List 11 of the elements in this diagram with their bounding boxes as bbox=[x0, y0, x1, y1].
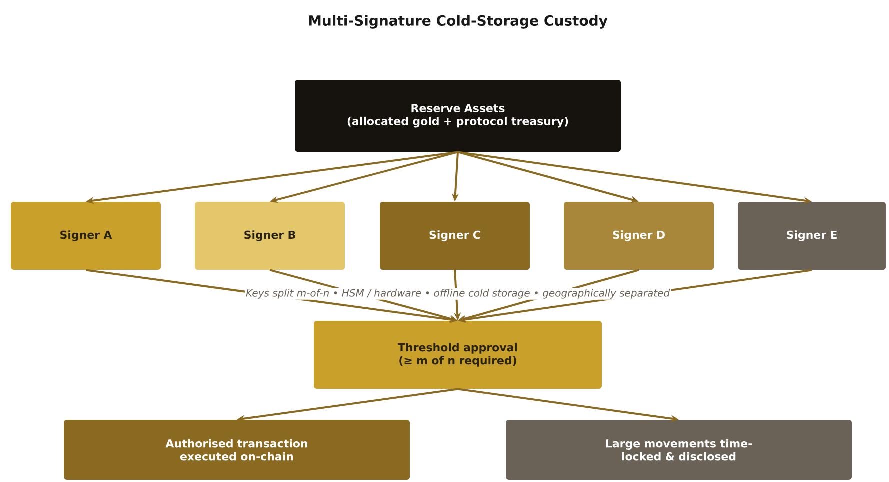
title: Multi-Signature Cold-Storage Custody bbox=[309, 15, 608, 29]
signer-box: Signer C bbox=[380, 202, 530, 270]
process-box: Threshold approval (≥ m of n required) bbox=[314, 321, 602, 389]
process-box: Authorised transaction executed on-chain bbox=[64, 420, 410, 480]
note: Keys split m-of-n • HSM / hardware • offline cold storage • geographically separated bbox=[244, 288, 672, 300]
signer-box: Signer A bbox=[11, 202, 161, 270]
process-box: Large movements time-locked & disclosed bbox=[506, 420, 852, 480]
signer-box: Signer B bbox=[195, 202, 345, 270]
signer-box: Signer E bbox=[738, 202, 886, 270]
signer-box: Signer D bbox=[564, 202, 714, 270]
process-box: Reserve Assets (allocated gold + protocol treasury) bbox=[295, 80, 621, 152]
